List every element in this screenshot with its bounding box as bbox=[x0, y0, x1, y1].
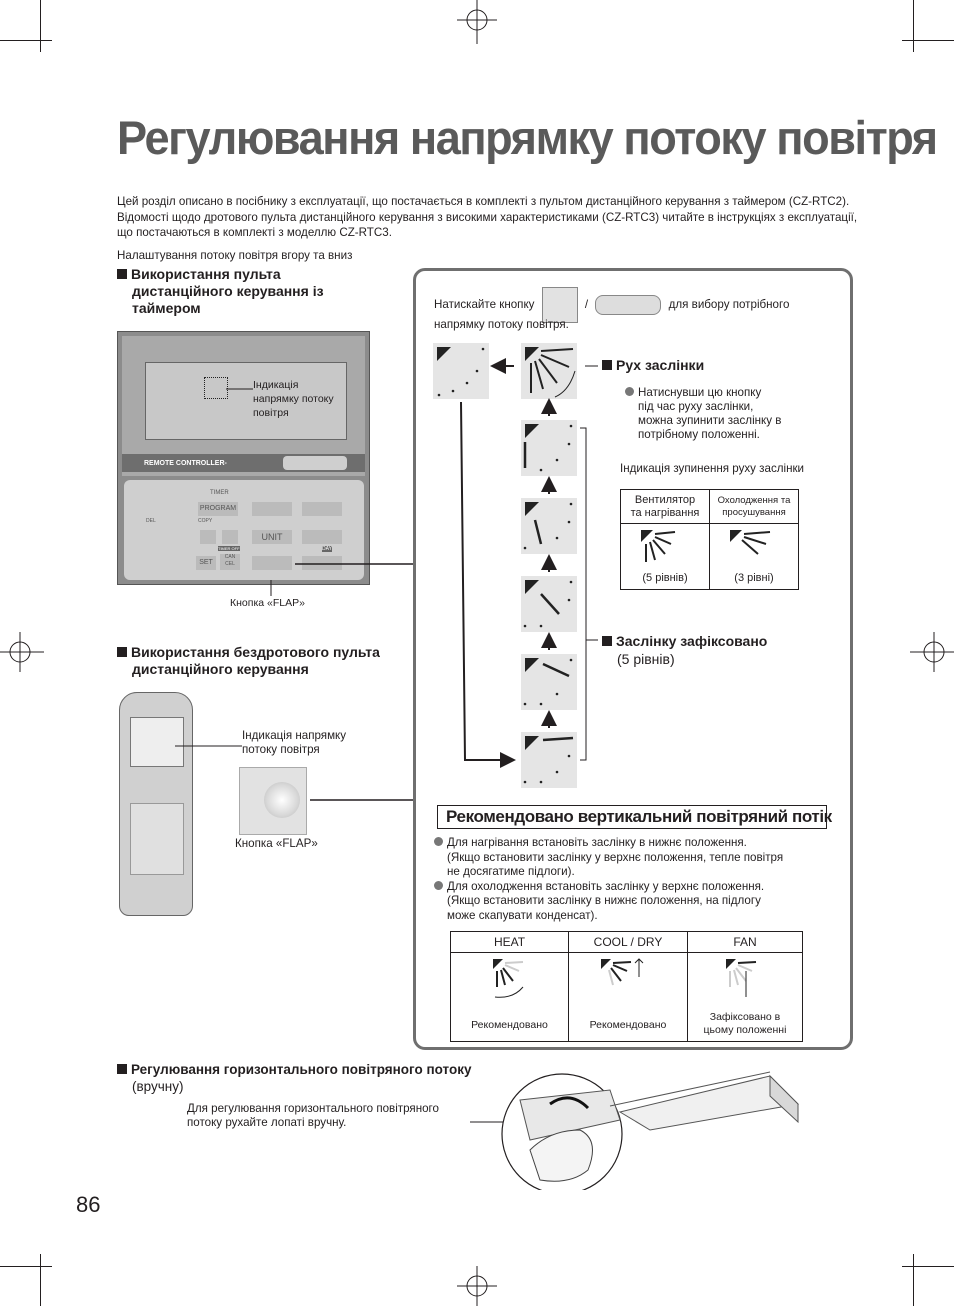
mode-heat: HEAT bbox=[450, 931, 569, 953]
page-title: Регулювання напрямку потоку повітря bbox=[117, 111, 938, 164]
square-bullet-icon bbox=[602, 636, 612, 646]
cool-flap-icon bbox=[601, 958, 644, 986]
press-instruction: Натискайте кнопку / для вибору потрібног… bbox=[434, 287, 834, 323]
round-bullet-icon bbox=[434, 837, 443, 846]
del-label: DEL bbox=[146, 518, 156, 524]
square-bullet-icon bbox=[117, 647, 127, 657]
down-button[interactable] bbox=[222, 530, 238, 544]
fixed-levels: (5 рівнів) bbox=[617, 651, 675, 667]
flap-label-timer: Кнопка «FLAP» bbox=[230, 597, 305, 609]
flap-position-1 bbox=[521, 420, 577, 476]
swing-note: Натиснувши цю кнопку під час руху заслін… bbox=[625, 386, 781, 442]
remote-lcd bbox=[145, 362, 347, 440]
crop-mark bbox=[902, 40, 954, 41]
horizontal-text: Для регулювання горизонтального повітрян… bbox=[187, 1102, 439, 1129]
flap-button-icon-2 bbox=[595, 295, 662, 315]
timer-off-label: TIMER OFF bbox=[218, 546, 240, 551]
program-button[interactable]: PROGRAM bbox=[198, 502, 238, 516]
mode-button[interactable] bbox=[302, 502, 342, 516]
indicator-callout-wireless: Індикація напрямку потоку повітря bbox=[242, 729, 347, 756]
day-label: DAY bbox=[322, 546, 332, 552]
flap-position-5 bbox=[521, 732, 577, 788]
swing-heading: Рух заслінки bbox=[602, 357, 704, 374]
recommended-text: Для нагрівання встановіть заслінку в ниж… bbox=[434, 836, 834, 923]
round-bullet-icon bbox=[625, 387, 634, 396]
wireless-remote-heading: Використання бездротового пульта дистанц… bbox=[117, 644, 380, 678]
updown-label: Налаштування потоку повітря вгору та вни… bbox=[117, 249, 353, 262]
cool-dry-levels-icon bbox=[730, 530, 771, 555]
square-bullet-icon bbox=[117, 269, 127, 279]
crop-mark bbox=[0, 40, 52, 41]
press-instruction-line2: напрямку потоку повітря. bbox=[434, 318, 569, 331]
fixed-heading: Заслінку зафіксовано bbox=[602, 633, 767, 650]
intro-text: Цей розділ описано в посібнику з експлуа… bbox=[117, 195, 858, 239]
flap-label-wireless: Кнопка «FLAP» bbox=[235, 837, 318, 850]
cool-recommended: Рекомендовано bbox=[589, 1019, 667, 1031]
registration-mark bbox=[457, 1266, 497, 1306]
levels-5-label: (5 рівнів) bbox=[642, 572, 688, 584]
indoor-unit-illustration bbox=[470, 1071, 800, 1190]
copy-label: COPY bbox=[198, 518, 213, 524]
up-button[interactable] bbox=[200, 530, 216, 544]
timer-remote-heading: Використання пульта дистанційного керува… bbox=[117, 266, 324, 317]
flap-button-icon bbox=[541, 287, 578, 323]
flap-position-3 bbox=[521, 576, 577, 632]
registration-mark bbox=[0, 632, 44, 672]
power-button[interactable] bbox=[283, 456, 347, 470]
square-bullet-icon bbox=[117, 1064, 127, 1074]
fan-flap-icon bbox=[726, 959, 757, 997]
wireless-remote-image bbox=[119, 692, 193, 916]
round-bullet-icon bbox=[434, 880, 443, 890]
crop-mark bbox=[40, 0, 41, 52]
flap-panel bbox=[413, 268, 853, 1050]
timer-label: TIMER bbox=[210, 490, 229, 496]
horizontal-heading: Регулювання горизонтального повітряного … bbox=[117, 1061, 472, 1078]
crop-mark bbox=[0, 1266, 52, 1267]
flap-position-4 bbox=[521, 654, 577, 710]
flap-swing-icon bbox=[521, 343, 577, 399]
page-number: 86 bbox=[76, 1192, 101, 1217]
mode-table: HEAT COOL / DRY FAN Рекомендовано Рекоме… bbox=[450, 931, 803, 1042]
mode-cool-dry: COOL / DRY bbox=[568, 931, 688, 953]
recommended-title: Рекомендовано вертикальний повітряний по… bbox=[437, 805, 832, 829]
temp-up-button[interactable] bbox=[302, 530, 342, 544]
registration-mark bbox=[910, 632, 954, 672]
horizontal-heading-suffix: (вручну) bbox=[132, 1079, 184, 1094]
registration-mark bbox=[457, 0, 497, 44]
crop-mark bbox=[40, 1254, 41, 1306]
mode-fan: FAN bbox=[687, 931, 803, 953]
heat-recommended: Рекомендовано bbox=[471, 1019, 548, 1031]
flap-position-icon bbox=[433, 343, 489, 399]
fan-heat-levels-icon bbox=[641, 530, 676, 562]
crop-mark bbox=[902, 1266, 954, 1267]
flap-button[interactable] bbox=[252, 556, 292, 570]
fan-button[interactable] bbox=[252, 502, 292, 516]
flap-indicator-box bbox=[204, 377, 228, 399]
heat-flap-icon bbox=[493, 959, 524, 998]
flap-position-2 bbox=[521, 498, 577, 554]
stop-indication-label: Індикація зупинення руху заслінки bbox=[620, 462, 805, 475]
crop-mark bbox=[913, 0, 914, 52]
flap-button-zoom bbox=[239, 767, 307, 835]
crop-mark bbox=[913, 1254, 914, 1306]
set-button[interactable]: SET bbox=[196, 556, 216, 570]
remote-name: REMOTE CONTROLLER- bbox=[144, 460, 227, 467]
unit-button[interactable]: UNIT bbox=[252, 530, 292, 544]
temp-down-button[interactable] bbox=[302, 556, 342, 570]
square-bullet-icon bbox=[602, 360, 612, 370]
indicator-callout: Індикація напрямку потоку повітря bbox=[253, 379, 334, 419]
levels-3-label: (3 рівні) bbox=[734, 572, 774, 584]
